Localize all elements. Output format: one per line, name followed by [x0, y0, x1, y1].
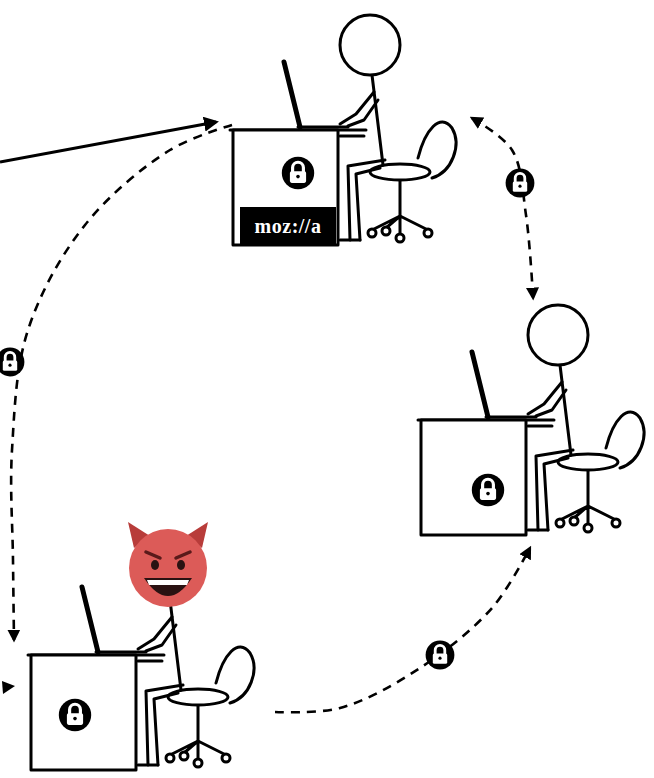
- devil-horn: [186, 522, 208, 548]
- lock-icon: [282, 157, 314, 189]
- attacker-workstation: [28, 587, 254, 770]
- devil-brows: [146, 552, 190, 558]
- top-workstation: [230, 62, 456, 245]
- lock-icon: [59, 699, 91, 731]
- encrypted-link: [472, 118, 533, 298]
- lock-icon: [506, 169, 535, 198]
- lock-icon: [472, 474, 504, 506]
- devil-eye: [151, 560, 159, 570]
- lock-icon: [0, 348, 24, 377]
- devil-teeth: [147, 580, 189, 585]
- right-workstation: [418, 352, 644, 535]
- incoming-arrow: [0, 122, 216, 162]
- encrypted-link: [275, 548, 530, 712]
- incoming-arrow-head: [2, 681, 15, 694]
- devil-head: [129, 529, 207, 607]
- workstation: [418, 298, 645, 548]
- encrypted-link: [11, 125, 232, 640]
- lock-icon: [426, 641, 455, 670]
- person-head: [528, 305, 588, 365]
- workstation: [14, 522, 275, 778]
- person-head: [340, 15, 400, 75]
- devil-horn: [128, 522, 150, 548]
- devil-eye: [177, 560, 185, 570]
- brand-label: moz://a: [240, 207, 336, 244]
- devil-mouth: [144, 578, 192, 596]
- devil-face: [128, 522, 208, 607]
- workstation: moz://a: [232, 8, 472, 250]
